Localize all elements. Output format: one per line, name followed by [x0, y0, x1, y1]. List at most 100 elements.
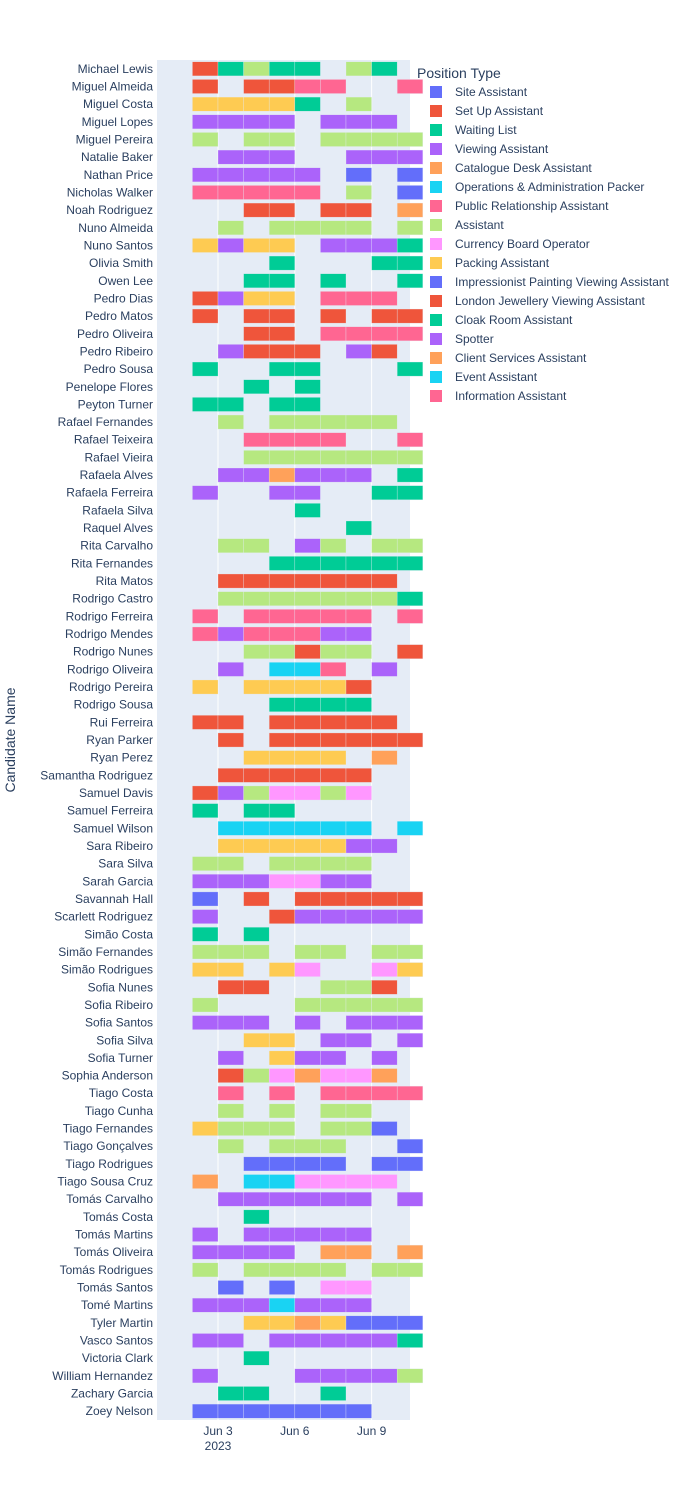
gantt-bar	[345, 1315, 372, 1331]
gantt-bar	[396, 273, 424, 289]
legend-item-label[interactable]: Information Assistant	[455, 389, 567, 403]
gantt-bar	[243, 644, 270, 660]
legend-item-label[interactable]: Set Up Assistant	[455, 104, 544, 118]
gantt-bar	[243, 1297, 270, 1313]
legend-swatch[interactable]	[430, 257, 442, 269]
legend-swatch[interactable]	[430, 238, 442, 250]
gantt-bar	[294, 873, 321, 889]
y-tick-label: Zachary Garcia	[71, 1387, 153, 1401]
gantt-bar	[268, 962, 296, 977]
gantt-bar	[396, 467, 424, 483]
gantt-bar	[294, 79, 321, 94]
y-tick-label: Sara Ribeiro	[86, 839, 153, 853]
gantt-bar	[268, 326, 296, 342]
gantt-bar	[243, 167, 270, 183]
gantt-bar	[320, 1138, 347, 1154]
legend-swatch[interactable]	[430, 86, 442, 98]
legend-swatch[interactable]	[430, 124, 442, 136]
legend-swatch[interactable]	[430, 314, 442, 326]
gantt-bar	[371, 1121, 398, 1136]
gantt-bar	[396, 591, 424, 607]
gantt-bar	[294, 891, 321, 907]
legend-swatch[interactable]	[430, 181, 442, 193]
gantt-bar	[294, 573, 321, 589]
gantt-bar	[371, 1068, 398, 1083]
legend-swatch[interactable]	[430, 143, 442, 155]
legend-swatch[interactable]	[430, 352, 442, 364]
legend-item-label[interactable]: Currency Board Operator	[455, 237, 590, 251]
gantt-bar	[192, 114, 219, 130]
gantt-bar	[320, 1280, 347, 1295]
gantt-bar	[320, 768, 347, 783]
gantt-bar	[294, 715, 321, 730]
gantt-bar	[345, 114, 372, 130]
y-tick-label: Nicholas Walker	[67, 185, 153, 199]
gantt-bar	[320, 979, 347, 995]
gantt-bar	[396, 185, 424, 200]
legend-item-label[interactable]: Packing Assistant	[455, 256, 550, 270]
legend-item-label[interactable]: Client Services Assistant	[455, 351, 587, 365]
gantt-bar	[371, 979, 398, 995]
legend-swatch[interactable]	[430, 371, 442, 383]
legend-item-label[interactable]: Assistant	[455, 218, 504, 232]
gantt-bar	[217, 238, 244, 253]
gantt-bar	[268, 768, 296, 783]
gantt-bar	[345, 1403, 372, 1419]
gantt-bar	[243, 467, 270, 483]
gantt-bar	[320, 820, 347, 836]
gantt-bar	[268, 1297, 296, 1313]
legend-item-label[interactable]: London Jewellery Viewing Assistant	[455, 294, 646, 308]
gantt-bar	[294, 361, 321, 377]
gantt-bar	[320, 291, 347, 306]
gantt-bar	[345, 344, 372, 359]
gantt-bar	[345, 167, 372, 183]
legend-swatch[interactable]	[430, 105, 442, 117]
legend-item-label[interactable]: Waiting List	[455, 123, 517, 137]
legend-item-label[interactable]: Viewing Assistant	[455, 142, 549, 156]
legend-swatch[interactable]	[430, 200, 442, 212]
y-tick-label: Simão Rodrigues	[61, 963, 153, 977]
y-tick-label: Rui Ferreira	[90, 715, 154, 729]
gantt-bar	[320, 414, 347, 430]
legend-swatch[interactable]	[430, 390, 442, 402]
gantt-bar	[371, 238, 398, 253]
gantt-bar	[320, 697, 347, 712]
gantt-bar	[192, 361, 219, 377]
gantt-bar	[396, 732, 424, 748]
gantt-bar	[243, 979, 270, 995]
legend-item-label[interactable]: Spotter	[455, 332, 494, 346]
gantt-bar	[217, 1333, 244, 1348]
gantt-bar	[294, 344, 321, 359]
gantt-bar	[345, 326, 372, 342]
legend-item-label[interactable]: Operations & Administration Packer	[455, 180, 644, 194]
legend-item-label[interactable]: Site Assistant	[455, 85, 528, 99]
legend-swatch[interactable]	[430, 295, 442, 307]
legend-swatch[interactable]	[430, 162, 442, 174]
gantt-bar	[192, 61, 219, 77]
legend-item-label[interactable]: Impressionist Painting Viewing Assistant	[455, 275, 670, 289]
gantt-bar	[268, 838, 296, 854]
y-tick-label: Tomás Costa	[83, 1210, 153, 1224]
gantt-bar	[345, 997, 372, 1013]
gantt-bar	[192, 308, 219, 324]
y-tick-label: Michael Lewis	[78, 62, 153, 76]
legend-swatch[interactable]	[430, 276, 442, 288]
gantt-bar	[294, 485, 321, 501]
gantt-bar	[320, 891, 347, 907]
y-tick-label: Samuel Davis	[79, 786, 153, 800]
y-tick-label: Sofia Silva	[96, 1033, 153, 1047]
gantt-bar	[294, 962, 321, 977]
legend-item-label[interactable]: Public Relationship Assistant	[455, 199, 609, 213]
gantt-bar	[268, 238, 296, 253]
gantt-bar	[294, 1156, 321, 1172]
legend-swatch[interactable]	[430, 219, 442, 231]
gantt-bar	[320, 750, 347, 765]
gantt-bar	[243, 326, 270, 342]
legend-item-label[interactable]: Catalogue Desk Assistant	[455, 161, 592, 175]
legend-item-label[interactable]: Event Assistant	[455, 370, 538, 384]
gantt-bar	[320, 273, 347, 289]
legend-swatch[interactable]	[430, 333, 442, 345]
legend-item-label[interactable]: Cloak Room Assistant	[455, 313, 573, 327]
gantt-bar	[192, 1121, 219, 1136]
gantt-bar	[371, 750, 398, 765]
